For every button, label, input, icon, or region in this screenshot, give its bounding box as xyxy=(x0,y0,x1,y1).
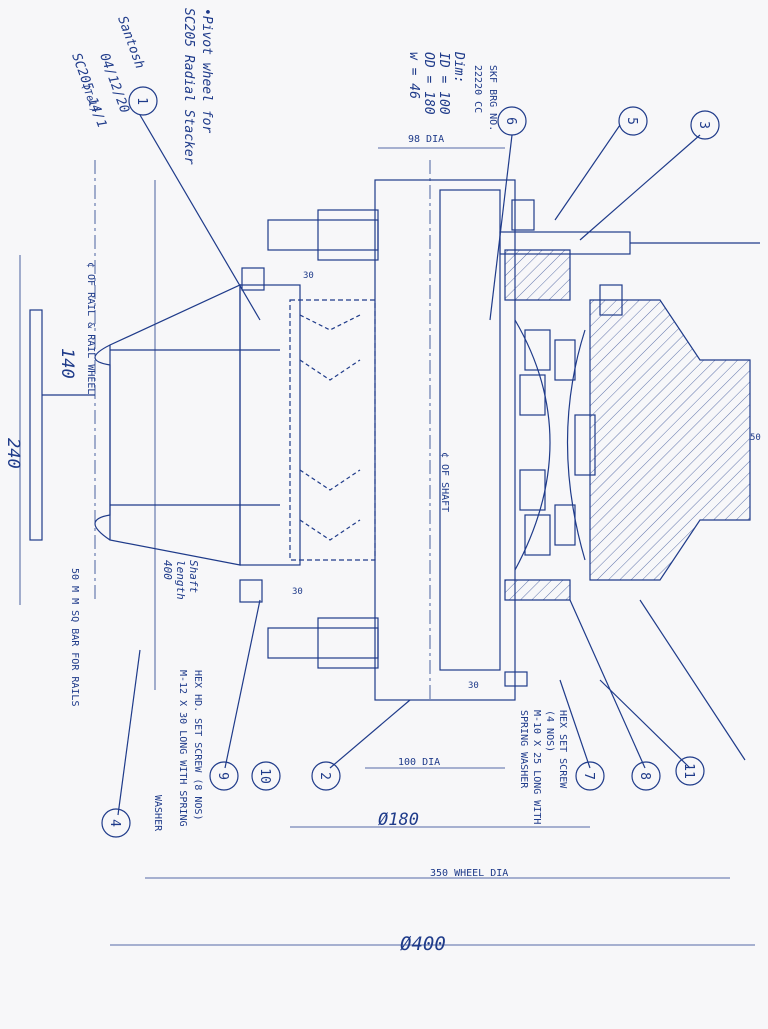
balloon-4: 4 xyxy=(107,819,122,827)
dim-30-top: 30 xyxy=(303,271,314,281)
signature-1: Santosh xyxy=(114,14,147,71)
bearing-label-1: SKF BRG NO. xyxy=(487,65,498,131)
hex-screw-label-2: M-12 X 30 LONG WITH SPRING xyxy=(177,670,188,827)
balloon-8: 8 xyxy=(637,772,652,780)
note-title-2: SC205 Radial Stacker xyxy=(181,8,196,165)
balloon-6: 6 xyxy=(503,117,518,125)
shaft-center-label: ¢ OF SHAFT xyxy=(439,452,450,512)
hex-screw-label-3: WASHER xyxy=(152,795,163,832)
shaft-length-2: length xyxy=(174,560,187,600)
dim-30-bottom: 30 xyxy=(468,681,479,691)
balloon-3: 3 xyxy=(696,121,711,129)
bearing-dim-title: Dim: xyxy=(451,51,466,83)
balloon-2: 2 xyxy=(317,772,332,780)
sq-bar-label: 50 M M SQ BAR FOR RAILS xyxy=(69,568,80,706)
note-title-1: •Pivot wheel for xyxy=(199,8,214,133)
bearing-dim-od: OD = 180 xyxy=(421,52,436,115)
rail-center-label: ¢ OF RAIL & RAIL WHEEL xyxy=(85,262,96,394)
dia-400-label: Ø400 xyxy=(400,933,446,955)
edge-50-label: 50 xyxy=(750,433,761,443)
dia-180-label: Ø180 xyxy=(378,810,419,830)
dia-100-label: 100 DIA xyxy=(398,757,440,768)
hex-set-label-1: HEX SET SCREW xyxy=(557,710,568,789)
drawing-geometry xyxy=(19,114,760,946)
shaft-length-3: 400 xyxy=(161,560,174,580)
balloon-7: 7 xyxy=(581,772,596,780)
bearing-label-2: 22220 CC xyxy=(472,65,483,113)
wheel-dia-label: 350 WHEEL DIA xyxy=(430,868,508,879)
shaft-length-1: Shaft xyxy=(187,560,200,593)
balloon-9: 9 xyxy=(215,772,230,780)
hex-set-label-3: M-10 X 25 LONG WITH xyxy=(531,710,542,824)
bearing-dim-w: w = 46 xyxy=(406,52,421,99)
dim-240: 240 xyxy=(3,438,23,469)
balloon-1: 1 xyxy=(134,97,149,105)
dia-98-label: 98 DIA xyxy=(408,134,444,145)
balloon-10: 10 xyxy=(257,768,272,784)
dim-140: 140 xyxy=(57,348,77,379)
hex-set-label-2: (4 NOS) xyxy=(544,710,555,752)
item-balloons xyxy=(101,86,720,838)
bearing-dim-id: ID = 100 xyxy=(436,52,451,115)
hex-screw-label-1: HEX HD. SET SCREW (8 NOS) xyxy=(192,670,203,821)
hex-set-label-4: SPRING WASHER xyxy=(518,710,529,789)
dim-30-small: 30 xyxy=(292,587,303,597)
balloon-5: 5 xyxy=(624,117,639,125)
balloon-11: 11 xyxy=(681,763,696,779)
